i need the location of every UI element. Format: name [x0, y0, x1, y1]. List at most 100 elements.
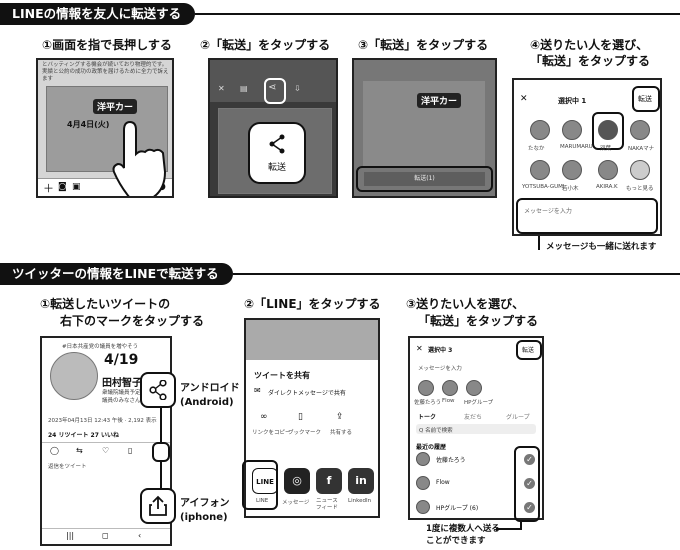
- s2-step3-label-1: ③送りたい人を選び、: [406, 297, 525, 311]
- app-label: メッセージ: [282, 500, 310, 506]
- dimmed-background: [246, 320, 378, 360]
- line-select-phone: ✕ 選択中 3 転送 メッセージを入力 佐藤たろう Flow HPグループ トー…: [408, 336, 544, 520]
- share-icon[interactable]: ⇪: [336, 412, 344, 422]
- linkedin-app-icon[interactable]: in: [348, 468, 374, 494]
- s2-step1-label-2: 右下のマークをタップする: [60, 314, 205, 328]
- poster-title: 洋平カー: [417, 93, 462, 108]
- step3-phone: 洋平カー 転送(1): [352, 58, 497, 198]
- trash-icon[interactable]: ▤: [240, 84, 248, 93]
- share-sheet-phone: ツイートを共有 ✉ ダイレクトメッセージで共有 ∞ ▯ ⇪ リンクをコピー ブッ…: [244, 318, 380, 518]
- selected-name: Flow: [442, 398, 455, 404]
- row-avatar: [416, 500, 430, 514]
- contact-avatar[interactable]: [630, 120, 650, 140]
- row-name[interactable]: HPグループ (6): [436, 505, 479, 512]
- retweet-icon[interactable]: ⇆: [76, 446, 83, 455]
- selected-name: HPグループ: [464, 400, 494, 406]
- forward-button[interactable]: 転送: [522, 347, 535, 354]
- checks-highlight: [514, 446, 540, 522]
- tab-talk[interactable]: トーク: [418, 414, 437, 421]
- s2-step3-label-2: 「転送」をタップする: [418, 314, 539, 328]
- contact-name: AKIRA.K: [596, 184, 618, 190]
- message-note: メッセージも一緒に送れます: [546, 242, 657, 252]
- plus-icon[interactable]: ＋: [43, 182, 54, 195]
- contact-avatar-selected[interactable]: [598, 120, 618, 140]
- step1-label: ①画面を指で長押しする: [42, 38, 172, 52]
- back-icon[interactable]: ‹: [138, 531, 142, 540]
- forward-count-button[interactable]: 転送(1): [364, 172, 485, 186]
- android-share-icon: [149, 380, 167, 400]
- row-avatar: [416, 476, 430, 490]
- check-icon[interactable]: ✓: [524, 454, 535, 465]
- check-icon[interactable]: ✓: [524, 478, 535, 489]
- poster-image[interactable]: 洋平カー 4月4日(火): [46, 86, 168, 172]
- contact-name: 若小木: [562, 186, 579, 192]
- contact-avatar[interactable]: [530, 120, 550, 140]
- section1-title: LINEの情報を友人に転送する: [0, 3, 196, 25]
- row-name[interactable]: 佐藤たろう: [436, 457, 466, 464]
- contact-name: 双葉: [600, 146, 612, 152]
- tab-groups[interactable]: グループ: [506, 414, 530, 421]
- close-icon[interactable]: ✕: [218, 84, 225, 93]
- contact-avatar[interactable]: [598, 160, 618, 180]
- note-pointer: [520, 522, 522, 530]
- forward-zoom-button[interactable]: 転送: [248, 122, 306, 184]
- image-icon[interactable]: ▣: [72, 182, 81, 192]
- multi-send-note-2: ことができます: [426, 536, 486, 546]
- more-icon[interactable]: [630, 160, 650, 180]
- selected-highlight: [592, 112, 624, 150]
- forward-word: 転送: [267, 163, 286, 173]
- step4-label-2: 「転送」をタップする: [530, 54, 651, 68]
- android-label-2: (Android): [180, 397, 234, 408]
- android-label-1: アンドロイド: [180, 383, 240, 394]
- divider: [232, 273, 680, 275]
- s2-step1-label-1: ①転送したいツイートの: [40, 297, 171, 311]
- step2-label: ②「転送」をタップする: [200, 38, 331, 52]
- poster-date: 4月4日(火): [67, 120, 110, 129]
- connector: [160, 462, 162, 490]
- recent-heading: 最近の履歴: [416, 444, 447, 451]
- selected-avatar[interactable]: [442, 380, 458, 396]
- search-input[interactable]: Q 名前で検索: [416, 424, 536, 434]
- messages-app-icon[interactable]: ◎: [284, 468, 310, 494]
- message-input[interactable]: メッセージを入力: [418, 366, 462, 372]
- android-share-button[interactable]: [140, 372, 176, 408]
- message-highlight: [516, 198, 658, 234]
- poster-title: 洋平カー: [93, 99, 138, 114]
- home-icon[interactable]: ◻: [102, 531, 109, 540]
- bookmark-label: ブックマーク: [288, 430, 322, 436]
- contact-avatar[interactable]: [562, 120, 582, 140]
- reply-icon[interactable]: ◯: [50, 446, 59, 455]
- check-icon[interactable]: ✓: [524, 502, 535, 513]
- close-icon[interactable]: ✕: [520, 94, 528, 104]
- forward-button[interactable]: 転送: [638, 95, 652, 103]
- iphone-share-button[interactable]: [140, 488, 176, 524]
- selected-avatar[interactable]: [418, 380, 434, 396]
- facebook-app-icon[interactable]: f: [316, 468, 342, 494]
- connector: [160, 408, 162, 442]
- dm-share-item[interactable]: ダイレクトメッセージで共有: [268, 390, 346, 397]
- reply-input[interactable]: 返信をツイート: [48, 464, 87, 470]
- selected-avatar[interactable]: [466, 380, 482, 396]
- tweet-hashtag: #日本共産党の議員を増やそう: [62, 344, 139, 350]
- contact-name: YOTSUBA-GUMI: [522, 184, 565, 190]
- close-icon[interactable]: ✕: [416, 344, 423, 353]
- app-label: ニュースフィード: [316, 498, 338, 511]
- app-label: LinkedIn: [348, 498, 372, 504]
- forward-highlight: [632, 86, 660, 112]
- iphone-label-1: アイフォン: [180, 498, 230, 509]
- contact-avatar[interactable]: [530, 160, 550, 180]
- bookmark-icon[interactable]: ▯: [128, 446, 133, 455]
- row-name[interactable]: Flow: [436, 479, 450, 486]
- contact-avatar[interactable]: [562, 160, 582, 180]
- contact-name: もっと見る: [626, 186, 654, 192]
- camera-icon[interactable]: ◙: [58, 182, 67, 192]
- message-input[interactable]: メッセージを入力: [524, 208, 572, 215]
- like-icon[interactable]: ♡: [102, 446, 110, 455]
- share-icon[interactable]: ⋖: [268, 82, 277, 93]
- save-icon[interactable]: ⇩: [294, 84, 301, 93]
- tab-friends[interactable]: 友だち: [464, 414, 483, 421]
- link-icon[interactable]: ∞: [260, 412, 268, 422]
- bookmark-icon[interactable]: ▯: [298, 412, 303, 422]
- contact-name: NAKAマナ: [628, 146, 655, 152]
- recent-apps-icon[interactable]: |||: [66, 531, 75, 540]
